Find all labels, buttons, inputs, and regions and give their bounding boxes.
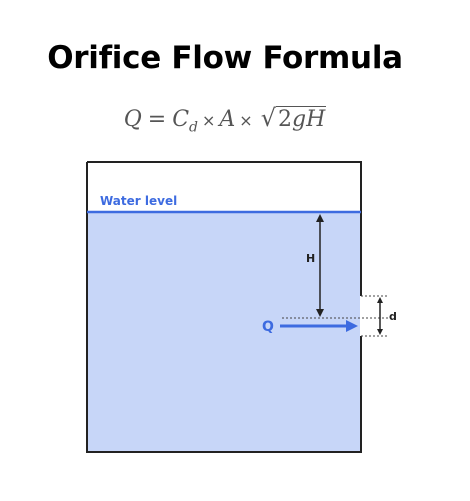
formula-times-1: × [202, 111, 216, 130]
formula-equals: = [147, 107, 167, 132]
head-label: H [306, 252, 315, 265]
head-arrow-up-icon [316, 214, 324, 222]
head-arrow-down-icon [316, 309, 324, 317]
formula-radicand-vars: gH [292, 107, 326, 132]
diameter-arrow-up-icon [377, 297, 383, 303]
tank-outline [86, 161, 362, 453]
page-title: Orifice Flow Formula [47, 40, 403, 76]
water-body [87, 212, 361, 452]
formula-coefficient: C [172, 107, 190, 132]
formula-coefficient-subscript: d [189, 119, 198, 136]
formula-radicand: 2gH [276, 106, 327, 132]
flow-arrow-head-icon [346, 320, 358, 332]
diameter-label: d [389, 310, 397, 323]
flow-label: Q [262, 319, 274, 335]
formula-sqrt-symbol: √ [260, 104, 276, 132]
formula-times-2: × [239, 111, 253, 130]
formula-area: A [219, 107, 236, 132]
orifice-opening [360, 296, 363, 336]
formula-flow-symbol: Q [123, 107, 142, 132]
formula: Q=Cd×A×√2gH [0, 102, 450, 143]
formula-radicand-number: 2 [278, 107, 292, 132]
water-level-label: Water level [100, 194, 177, 208]
diameter-arrow-down-icon [377, 329, 383, 335]
